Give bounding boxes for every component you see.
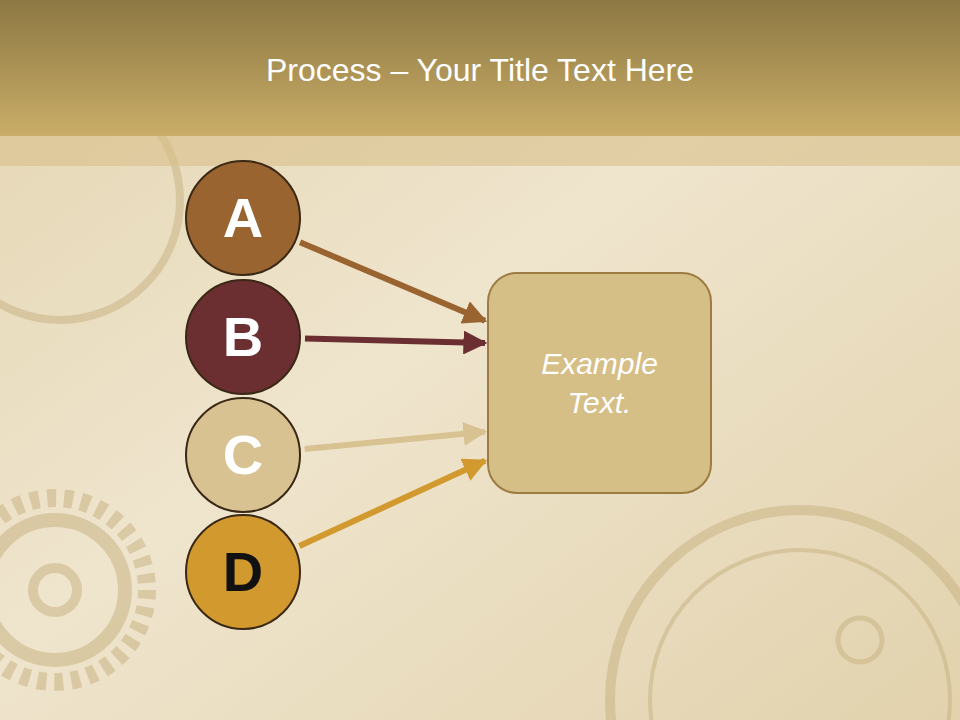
arrow-connector bbox=[299, 461, 485, 546]
step-letter: B bbox=[223, 301, 263, 374]
step-letter: A bbox=[223, 182, 263, 255]
step-letter: C bbox=[223, 419, 263, 492]
gear-illustration bbox=[0, 80, 960, 720]
letter-circle: C bbox=[185, 397, 301, 513]
letter-circle: D bbox=[185, 514, 301, 630]
content-box: Example Text. bbox=[487, 272, 712, 494]
arrow-connector bbox=[305, 432, 485, 449]
example-text: Example Text. bbox=[511, 344, 688, 422]
arrow-connector bbox=[305, 339, 485, 343]
step-letter: D bbox=[223, 536, 263, 609]
slide-title: Process – Your Title Text Here bbox=[0, 52, 960, 89]
arrow-connector bbox=[300, 242, 485, 321]
letter-circle: B bbox=[185, 279, 301, 395]
letter-circle: A bbox=[185, 160, 301, 276]
